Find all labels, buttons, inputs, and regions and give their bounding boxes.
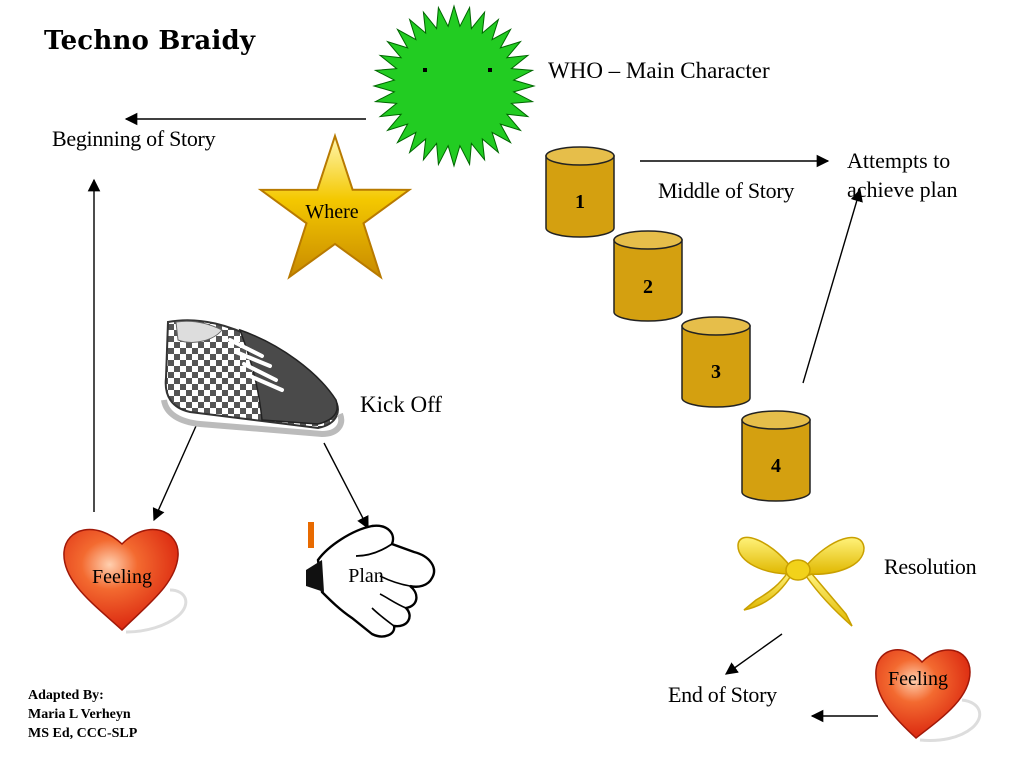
credit-line-3: MS Ed, CCC-SLP [28, 726, 138, 741]
credit-line-2: Maria L Verheyn [28, 707, 131, 722]
end-label: End of Story [668, 682, 777, 707]
credit-block: Adapted By: Maria L Verheyn MS Ed, CCC-S… [28, 686, 137, 743]
shoe-icon [161, 319, 345, 438]
feeling-right-label: Feeling [888, 668, 948, 690]
heart-icon: Feeling [63, 528, 188, 634]
cylinder-icon: 4 [741, 410, 811, 502]
cylinder-icon: 3 [681, 316, 751, 408]
attempts-line-2: achieve plan [847, 177, 958, 202]
arrow-cylinder4-to-attempts [802, 188, 863, 384]
sunburst-icon [372, 4, 536, 168]
arrow-shoe-to-plan [323, 442, 369, 530]
attempts-label: Attempts to achieve plan [847, 146, 958, 204]
arrow-bow-to-end [724, 633, 783, 675]
cylinders: 1 2 3 4 [545, 146, 811, 502]
resolution-label: Resolution [884, 554, 977, 579]
heart-icon: Feeling [875, 649, 982, 742]
cylinder-4-label: 4 [771, 455, 781, 477]
who-label: WHO – Main Character [548, 58, 770, 83]
cylinder-2-label: 2 [643, 276, 653, 298]
bow-icon [737, 536, 865, 627]
arrow-shoe-to-feeling [152, 425, 197, 522]
kick-off-label: Kick Off [360, 392, 442, 417]
attempts-line-1: Attempts to [847, 148, 951, 173]
cylinder-icon: 2 [613, 230, 683, 322]
middle-label: Middle of Story [658, 178, 795, 203]
star-icon: Where [257, 132, 413, 280]
plan-label: Plan [348, 565, 384, 587]
credit-line-1: Adapted By: [28, 688, 104, 703]
arrows [87, 112, 878, 723]
beginning-label: Beginning of Story [52, 126, 216, 151]
feeling-left-label: Feeling [92, 566, 152, 588]
cylinder-icon: 1 [545, 146, 615, 238]
cylinder-3-label: 3 [711, 361, 721, 383]
cylinder-1-label: 1 [575, 191, 585, 213]
hand-icon: Plan [306, 522, 436, 638]
where-label: Where [305, 201, 358, 223]
page-title: Techno Braidy [44, 26, 256, 56]
